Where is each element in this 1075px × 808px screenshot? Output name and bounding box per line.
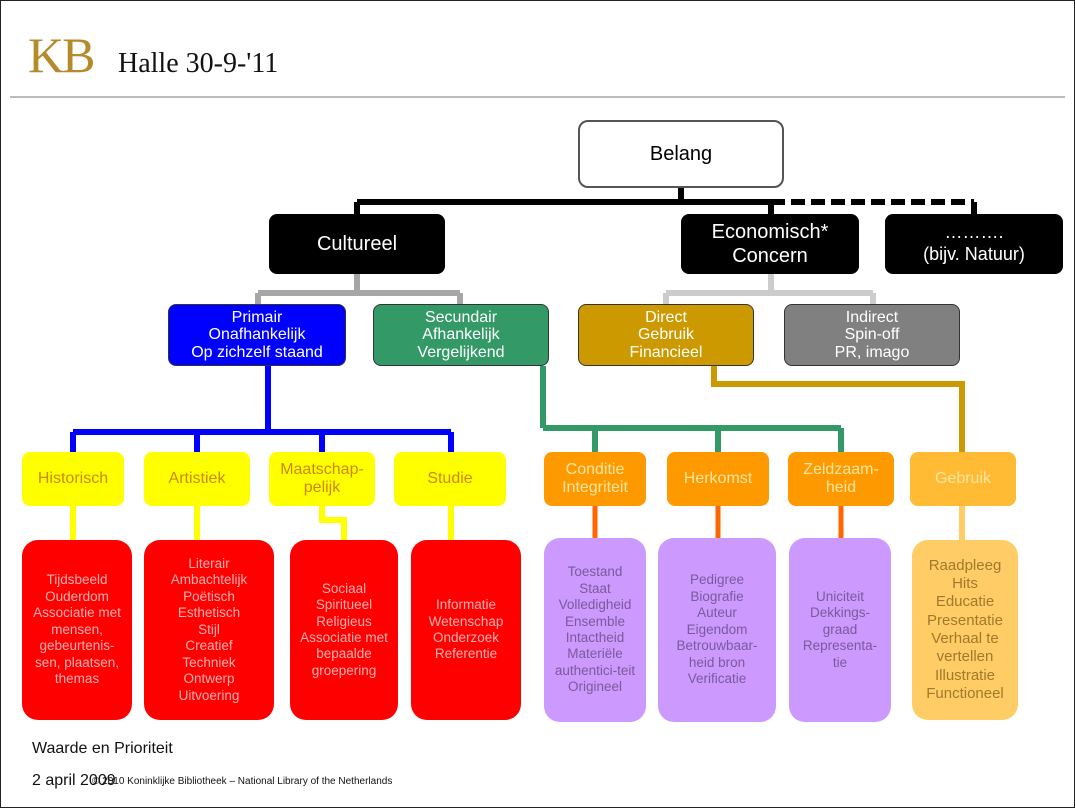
belang-node: Belang xyxy=(578,120,784,188)
header-divider xyxy=(10,96,1065,98)
primair-node: Primair Onafhankelijk Op zichzelf staand xyxy=(168,304,346,366)
cultureel-node: Cultureel xyxy=(269,214,445,274)
herkomst-node: Herkomst xyxy=(667,452,769,506)
footer-copyright: © 2010 Koninklijke Bibliotheek – Nationa… xyxy=(92,776,393,787)
indirect-node: Indirect Spin-off PR, imago xyxy=(784,304,960,366)
artistiek-details: Literair Ambachtelijk Poëtisch Esthetisc… xyxy=(144,540,274,720)
other-node: ………. (bijv. Natuur) xyxy=(885,214,1063,274)
gebruik-node: Gebruik xyxy=(910,452,1016,506)
footer-note: Waarde en Prioriteit xyxy=(32,740,173,757)
herkomst-details: Pedigree Biografie Auteur Eigendom Betro… xyxy=(658,538,776,722)
conditie-node: Conditie Integriteit xyxy=(544,452,646,506)
root-connectors xyxy=(354,188,774,214)
yellow-detail-connectors xyxy=(70,506,454,540)
conditie-details: Toestand Staat Volledigheid Ensemble Int… xyxy=(544,538,646,722)
slide-title: Halle 30-9-'11 xyxy=(118,48,279,79)
artistiek-node: Artistiek xyxy=(144,452,250,506)
primair-connectors xyxy=(70,366,454,452)
slide-header: KB Halle 30-9-'11 xyxy=(0,0,1073,96)
gebruik-details: Raadpleeg Hits Educatie Presentatie Verh… xyxy=(912,540,1018,720)
kb-logo: KB xyxy=(28,27,95,83)
studie-node: Studie xyxy=(394,452,506,506)
economisch-node: Economisch* Concern xyxy=(681,214,859,274)
secundair-connectors xyxy=(540,366,844,452)
historisch-details: Tijdsbeeld Ouderdom Associatie met mense… xyxy=(22,540,132,720)
zeldzaamheid-node: Zeldzaam- heid xyxy=(788,452,894,506)
cultureel-connectors xyxy=(255,274,463,304)
secundair-node: Secundair Afhankelijk Vergelijkend xyxy=(373,304,549,366)
zeldzaamheid-details: Uniciteit Dekkings- graad Representa- ti… xyxy=(789,538,891,722)
economisch-connectors xyxy=(663,274,876,304)
maatschappelijk-node: Maatschap- pelijk xyxy=(269,452,375,506)
maatschappelijk-details: Sociaal Spiritueel Religieus Associatie … xyxy=(290,540,398,720)
dashed-connector xyxy=(771,199,977,214)
historisch-node: Historisch xyxy=(22,452,124,506)
orange-detail-connectors xyxy=(592,506,844,538)
footer-date: 2 april 2009 xyxy=(32,772,116,789)
direct-connectors xyxy=(711,366,965,452)
studie-details: Informatie Wetenschap Onderzoek Referent… xyxy=(411,540,521,720)
direct-node: Direct Gebruik Financieel xyxy=(578,304,754,366)
